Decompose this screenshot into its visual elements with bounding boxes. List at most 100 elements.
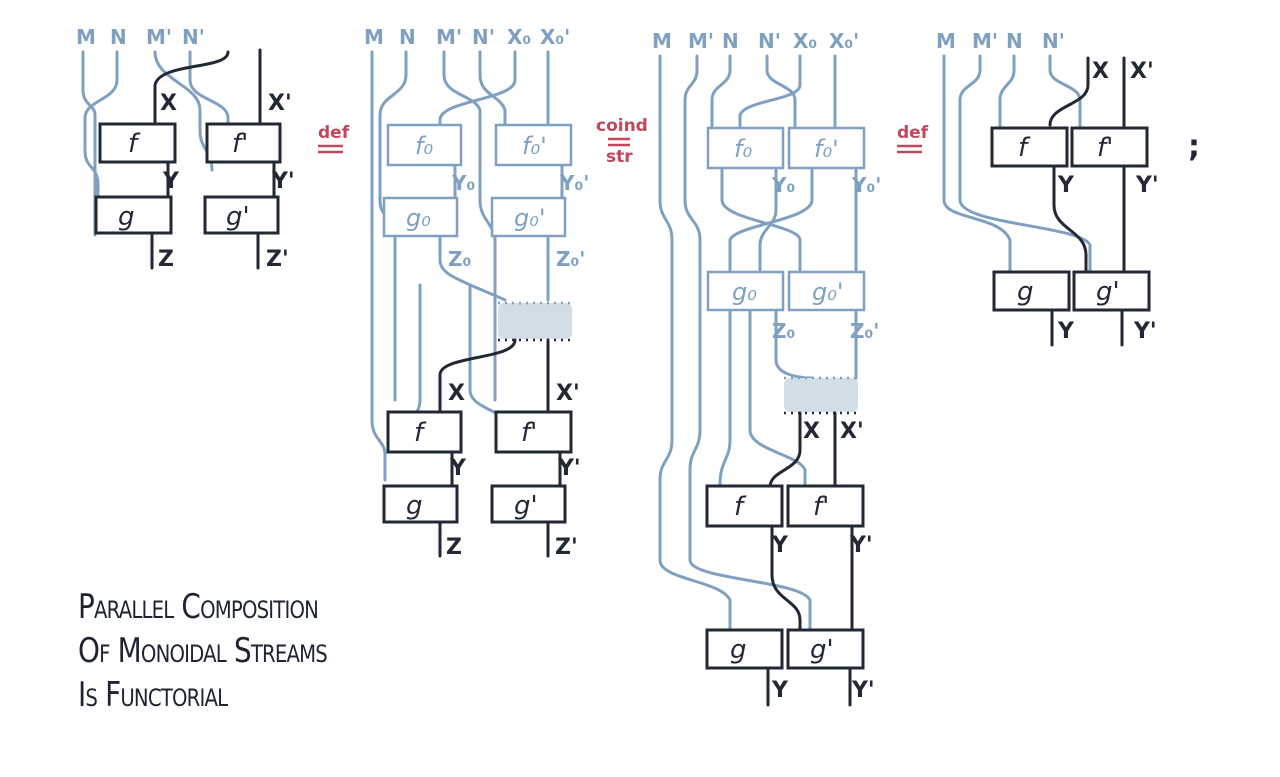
d2-label-Y0-prime: Y₀': [559, 171, 589, 195]
d4-box-g-prime: [1072, 270, 1151, 312]
d2-label-M-prime: M': [436, 25, 462, 49]
d3-label-Y0: Y₀: [771, 173, 795, 197]
d2-box-g-prime: [490, 484, 567, 524]
d2-box-f0-prime-label: f₀': [522, 132, 547, 160]
d3-label-M-prime: M': [688, 29, 714, 53]
d2-label-Y: Y: [449, 456, 467, 481]
d4-label-M: M: [936, 29, 956, 53]
d2-label-Z0-prime: Z₀': [556, 247, 585, 271]
d4-label-N-prime: N': [1042, 29, 1065, 53]
relation-def-1-equals: [318, 144, 343, 154]
d3-label-Z0-prime: Z₀': [850, 319, 879, 343]
d3-box-g-prime: [786, 628, 865, 670]
d2-label-Y0: Y₀: [451, 171, 475, 195]
relation-def-2-equals: [897, 144, 922, 154]
d4-wire-M: [942, 54, 1012, 274]
d3-wire-Y0: [758, 166, 778, 277]
d1-box-g-label: g: [118, 202, 135, 232]
d4-box-f-prime: [1070, 126, 1149, 168]
d1-label-X: X: [160, 91, 177, 116]
d2-box-f-prime: [494, 410, 573, 454]
d2-wire-N-prime: [478, 50, 507, 132]
relation-coind-equals: [608, 137, 630, 147]
d4-box-f: [990, 126, 1069, 168]
d4-label-M-prime: M': [972, 29, 998, 53]
d2-box-g: [382, 484, 459, 524]
d1-label-N-prime: N': [182, 25, 205, 49]
d4-box-g-label: g: [1017, 277, 1034, 307]
d4-wire-N: [998, 54, 1016, 130]
relation-def-2: def: [897, 123, 929, 143]
d4-label-Y: Y: [1057, 173, 1075, 198]
d2-wire-X0: [438, 50, 517, 132]
d1-wire-M: [81, 50, 97, 237]
d3-wire-N-prime: [765, 54, 797, 132]
d3-label-X0-prime: X₀': [829, 29, 859, 53]
d3-label-X-prime: X': [840, 419, 864, 444]
d1-wire-N-prime: [188, 50, 230, 142]
d3-fog: [784, 378, 858, 412]
d1-box-g-prime-label: g': [226, 202, 250, 232]
d2-fog: [498, 303, 572, 339]
d3-wire-M-prime: [683, 54, 812, 632]
d3-box-f0: [706, 126, 785, 170]
d1-box-f-prime-label: f': [232, 129, 248, 159]
title-block: Parallel Composition Of Monoidal Streams…: [78, 585, 382, 717]
d3-label-Z0: Z₀: [772, 319, 795, 343]
d3-wire-feedback-a: [718, 308, 732, 487]
relation-def-1: def: [318, 123, 350, 143]
d4-label-Y-out: Y: [1057, 319, 1075, 344]
d4-label-X-prime: X': [1130, 59, 1154, 84]
d3-wire-Y-cross: [770, 523, 802, 632]
d4-label-X: X: [1092, 59, 1109, 84]
d3-label-Y0-prime: Y₀': [851, 173, 881, 197]
title-line-2: Of Monoidal Streams: [78, 631, 328, 671]
d3-label-M: M: [652, 29, 672, 53]
d3-label-X0: X₀: [793, 29, 817, 53]
d1-label-Y-prime: Y': [271, 169, 295, 194]
d4-box-g-prime-label: g': [1096, 277, 1120, 307]
d3-label-Y-prime-out: Y': [851, 678, 875, 703]
d3-box-f0-prime: [787, 126, 866, 170]
title-line-3: Is Functorial: [78, 675, 228, 715]
d2-box-g0-label: g₀: [406, 204, 431, 232]
d1-label-Z: Z: [158, 247, 174, 272]
d4-box-f-prime-label: f': [1097, 133, 1113, 163]
d2-box-g0-prime-label: g₀': [514, 204, 545, 232]
d1-label-Y: Y: [162, 169, 180, 194]
d4-wire-N-prime: [1048, 54, 1082, 130]
d2-label-X-prime: X': [556, 381, 580, 406]
d3-wire-M: [658, 54, 732, 632]
d3-label-N: N: [722, 29, 739, 53]
d1-wire-N: [83, 50, 119, 212]
d3-wire-feedback-b: [748, 308, 807, 487]
d2-box-f: [386, 410, 463, 454]
d2-box-f-prime-label: f': [521, 418, 537, 448]
d3-box-f0-label: f₀: [734, 135, 752, 163]
d4-wire-M-prime: [958, 54, 1092, 274]
d2-box-f0-prime: [494, 123, 573, 167]
d2-box-g0-prime: [490, 196, 567, 238]
d3-label-Y: Y: [771, 533, 789, 558]
relation-coind: coind: [596, 116, 648, 136]
diagram-1: M N M' N' f f' g g' X X' Y Y' Z Z': [76, 25, 295, 272]
d2-wire-M: [370, 50, 387, 482]
relation-str: str: [606, 147, 633, 167]
d3-box-g0-label: g₀: [732, 278, 757, 306]
d1-box-g-prime: [203, 195, 280, 235]
d2-box-g-prime-label: g': [514, 491, 538, 521]
d2-label-N-prime: N': [472, 25, 495, 49]
d2-label-Z: Z: [446, 535, 462, 560]
d3-label-N-prime: N': [758, 29, 781, 53]
d2-box-g0: [382, 196, 459, 238]
d2-box-g-label: g: [406, 491, 423, 521]
d3-label-X: X: [803, 419, 820, 444]
d3-wire-X: [768, 411, 802, 489]
diagram-3: M M' N N' X₀ X₀' f₀ f₀' g₀ g₀' Y₀ Y₀' Z₀…: [652, 29, 881, 707]
title-line-1: Parallel Composition: [78, 587, 319, 627]
d1-box-f-prime: [205, 122, 282, 164]
d2-label-N: N: [399, 25, 416, 49]
d1-label-M-prime: M': [146, 25, 172, 49]
d3-label-Y-out: Y: [771, 678, 789, 703]
